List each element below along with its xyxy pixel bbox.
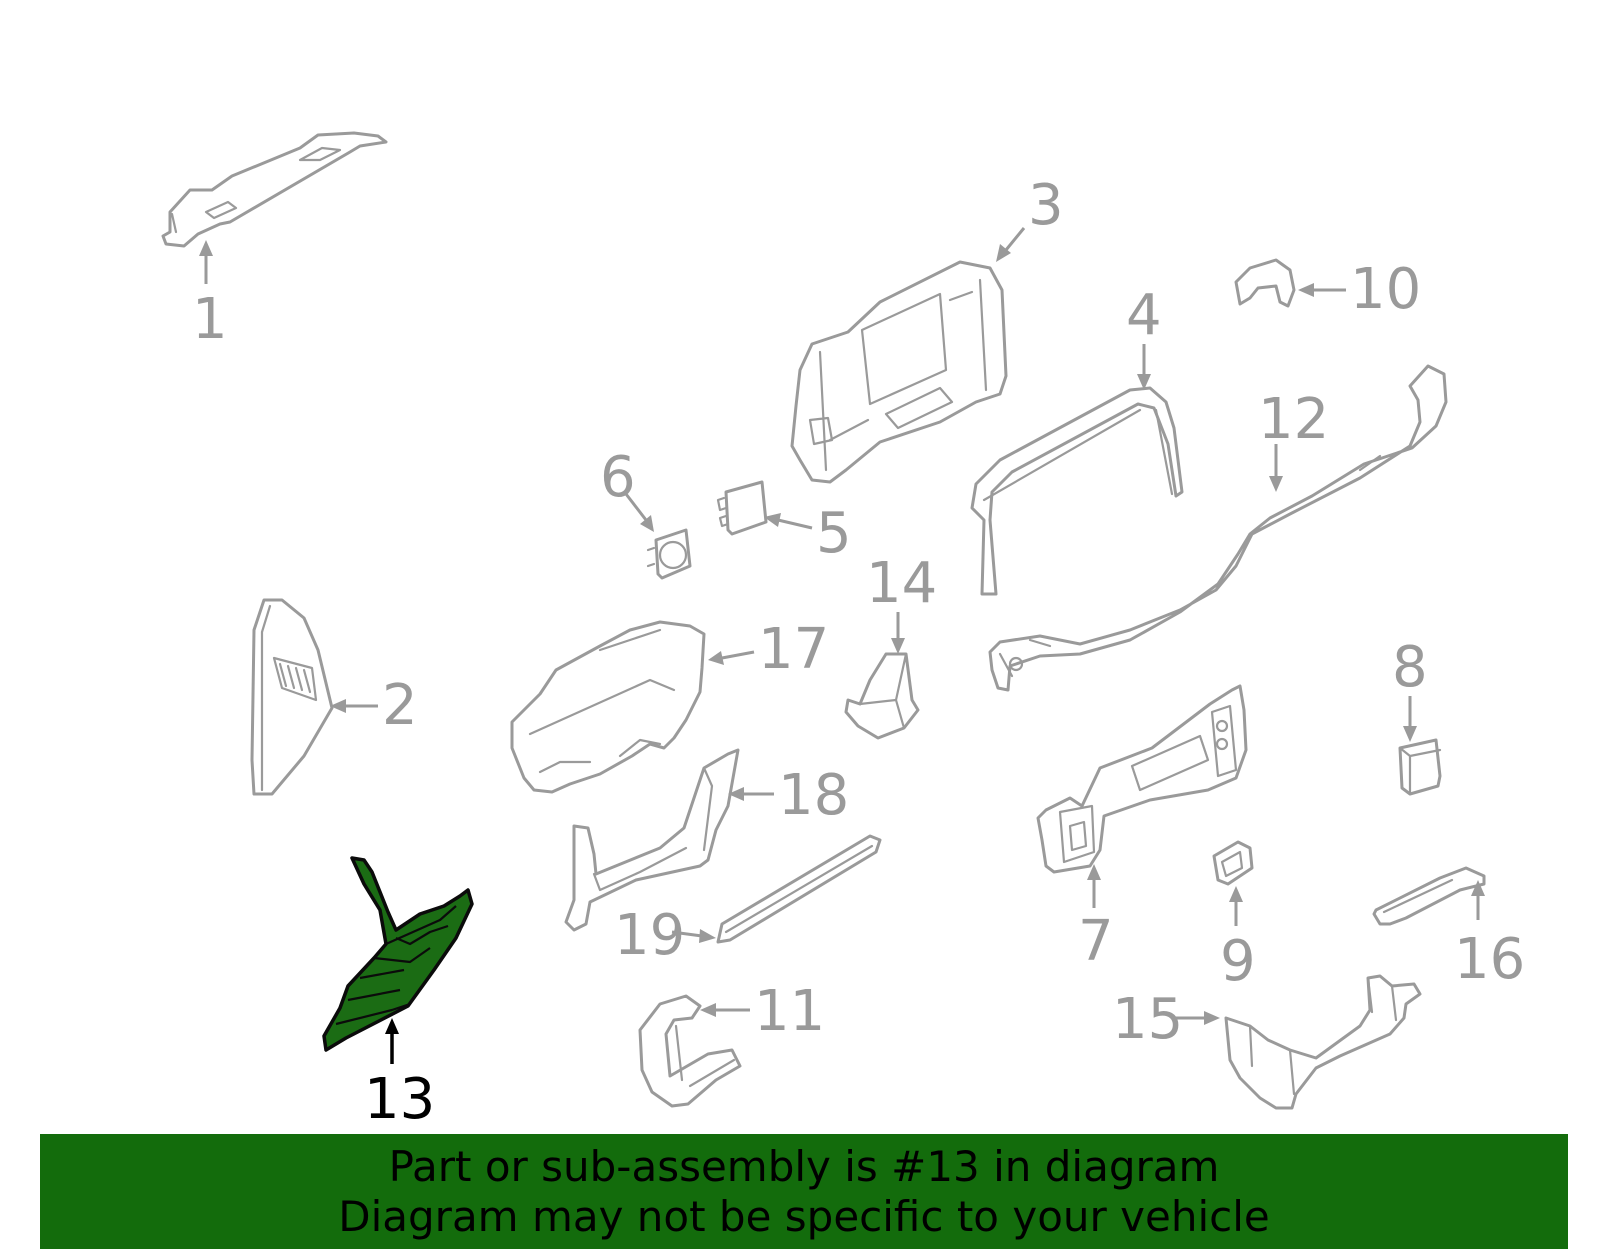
callout-15[interactable]: 15 <box>1112 987 1183 1052</box>
callout-arrow-12 <box>1269 444 1283 492</box>
callout-arrow-16 <box>1471 880 1485 920</box>
banner-line-1: Part or sub-assembly is #13 in diagram <box>388 1142 1220 1191</box>
part-13-highlighted[interactable] <box>322 856 474 1052</box>
callout-arrow-13 <box>385 1018 399 1064</box>
part-11[interactable] <box>638 994 742 1108</box>
part-9[interactable] <box>1212 840 1254 886</box>
callout-arrow-2 <box>330 699 378 713</box>
callout-arrow-9 <box>1229 886 1243 926</box>
callout-arrow-1 <box>199 240 213 284</box>
part-16[interactable] <box>1372 866 1486 926</box>
callout-19[interactable]: 19 <box>614 903 685 968</box>
callout-1[interactable]: 1 <box>192 287 228 352</box>
callout-4[interactable]: 4 <box>1126 283 1162 348</box>
banner-line-2: Diagram may not be specific to your vehi… <box>338 1192 1270 1241</box>
callout-18[interactable]: 18 <box>778 763 849 828</box>
callout-5[interactable]: 5 <box>816 501 852 566</box>
callout-8[interactable]: 8 <box>1392 635 1428 700</box>
part-8[interactable] <box>1398 738 1442 796</box>
callout-13-highlighted[interactable]: 13 <box>364 1067 435 1132</box>
callout-arrow-8 <box>1403 696 1417 742</box>
callout-14[interactable]: 14 <box>866 551 937 616</box>
part-15[interactable] <box>1224 974 1422 1110</box>
part-4[interactable] <box>970 386 1184 596</box>
part-18[interactable] <box>564 748 740 932</box>
callout-9[interactable]: 9 <box>1220 929 1256 994</box>
part-2[interactable] <box>250 598 334 796</box>
callout-12[interactable]: 12 <box>1258 387 1329 452</box>
callout-11[interactable]: 11 <box>754 979 825 1044</box>
callout-16[interactable]: 16 <box>1454 927 1525 992</box>
part-17[interactable] <box>510 620 706 794</box>
callout-arrow-15 <box>1176 1011 1220 1025</box>
part-3[interactable] <box>790 260 1008 484</box>
callout-17[interactable]: 17 <box>758 617 829 682</box>
callout-arrow-4 <box>1137 344 1151 390</box>
callout-arrow-3 <box>996 227 1026 262</box>
callout-arrow-7 <box>1087 864 1101 908</box>
part-12[interactable] <box>988 364 1448 692</box>
callout-2[interactable]: 2 <box>382 673 418 738</box>
callout-arrow-19 <box>671 929 716 943</box>
callout-arrow-11 <box>700 1003 750 1017</box>
callout-7[interactable]: 7 <box>1078 909 1114 974</box>
part-1[interactable] <box>161 131 388 248</box>
info-banner: Part or sub-assembly is #13 in diagram D… <box>40 1134 1568 1249</box>
callout-arrow-17 <box>708 650 755 665</box>
callout-arrow-14 <box>891 612 905 654</box>
part-19[interactable] <box>716 834 882 944</box>
part-14[interactable] <box>844 652 920 740</box>
callout-arrow-5 <box>764 513 813 530</box>
part-10[interactable] <box>1234 258 1296 308</box>
callout-10[interactable]: 10 <box>1350 257 1421 322</box>
callout-arrow-6 <box>624 493 654 532</box>
part-5[interactable] <box>716 480 768 536</box>
callout-arrow-18 <box>728 787 774 801</box>
part-7[interactable] <box>1036 684 1248 874</box>
part-6[interactable] <box>646 528 692 580</box>
callout-arrow-10 <box>1298 283 1346 297</box>
callout-6[interactable]: 6 <box>600 445 636 510</box>
callout-3[interactable]: 3 <box>1028 173 1064 238</box>
